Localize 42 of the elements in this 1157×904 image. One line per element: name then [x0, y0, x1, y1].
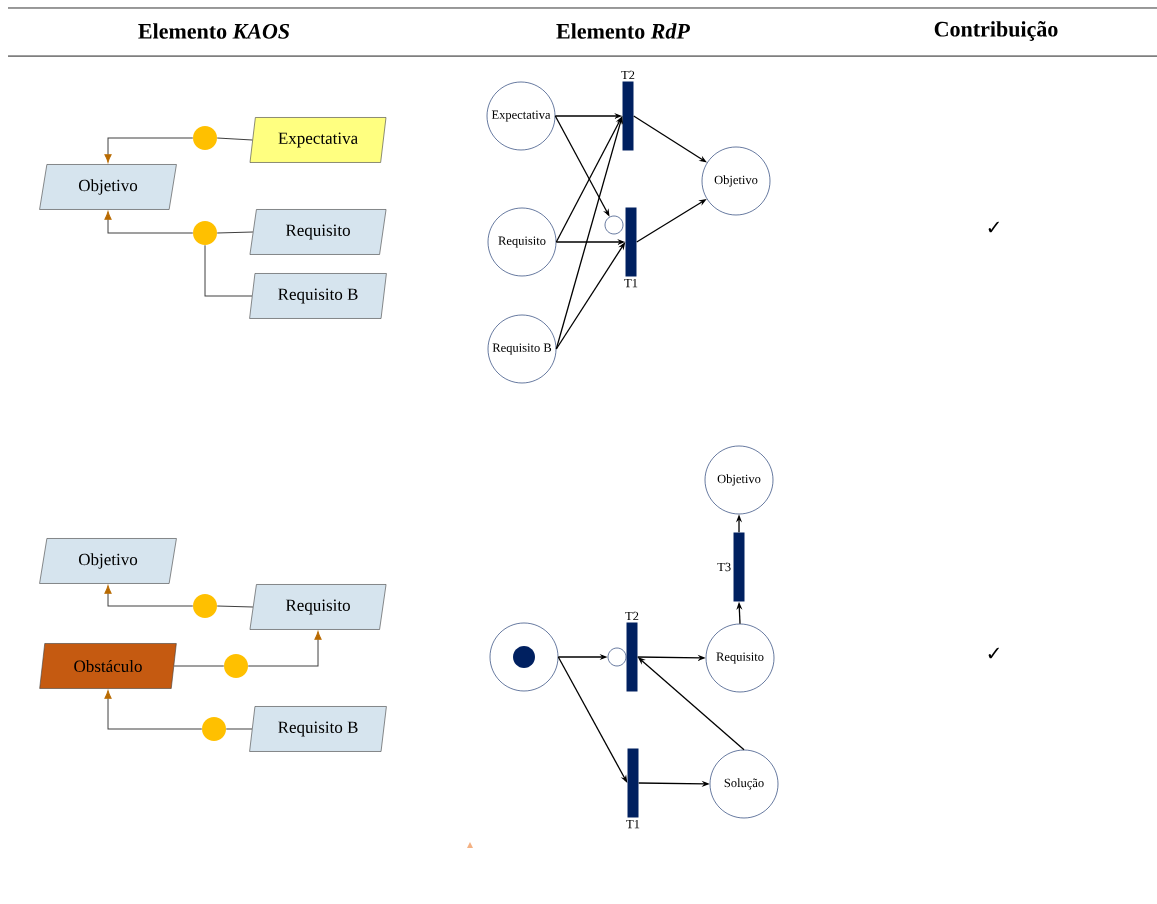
connector-line: [216, 231, 254, 234]
arrow: [104, 137, 194, 163]
small-circle: [604, 215, 624, 235]
arrow: [247, 631, 322, 667]
node-label: T1: [624, 278, 638, 288]
transition-bar: T2: [621, 70, 635, 151]
token-place: [489, 622, 559, 692]
parallelogram-box: Expectativa: [249, 117, 387, 163]
connector-line: [216, 605, 254, 608]
connector-line: [173, 665, 225, 667]
refinement-circle: [193, 594, 217, 618]
column-header: Elemento RdP: [556, 23, 690, 39]
parallelogram-box: Obstáculo: [39, 643, 177, 689]
transition-bar: T2: [625, 611, 639, 692]
node-label: T1: [626, 819, 640, 829]
check-mark: ✓: [988, 221, 999, 233]
parallelogram-box: Objetivo: [39, 164, 177, 210]
transition-bar: T1: [624, 207, 638, 288]
node-label: T3: [717, 562, 731, 572]
transition-bar: T1: [626, 748, 640, 829]
parallelogram-box: Requisito: [249, 209, 387, 255]
refinement-circle: [193, 221, 217, 245]
column-header: Elemento KAOS: [138, 23, 290, 39]
parallelogram-box: Requisito B: [249, 273, 387, 319]
small-circle: [607, 647, 627, 667]
refinement-circle: [202, 717, 226, 741]
connector-line: [204, 244, 253, 297]
check-mark: ✓: [988, 647, 999, 659]
node-label: T2: [621, 70, 635, 80]
node-label: T2: [625, 611, 639, 621]
arrow: [104, 211, 194, 234]
parallelogram-box: Requisito: [249, 584, 387, 630]
refinement-circle: [224, 654, 248, 678]
connector-line: [225, 728, 253, 730]
transition-bar: T3: [717, 532, 745, 602]
connector-line: [216, 137, 253, 141]
parallelogram-box: Requisito B: [249, 706, 387, 752]
arrow: [104, 585, 194, 607]
parallelogram-box: Objetivo: [39, 538, 177, 584]
refinement-circle: [193, 126, 217, 150]
arrow: [104, 690, 203, 730]
column-header: Contribuição: [934, 21, 1058, 41]
